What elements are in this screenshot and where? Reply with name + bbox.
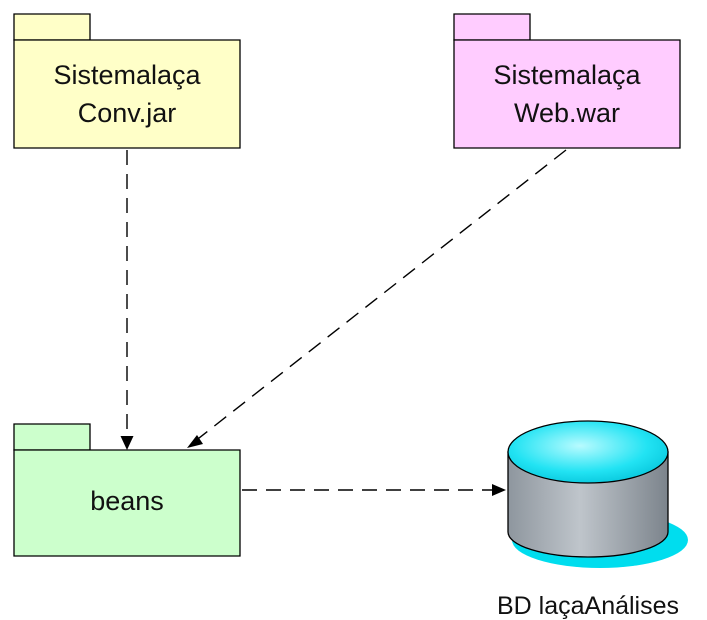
arrowhead-beans-to-database [492,484,506,496]
package-conv-body [13,39,241,149]
database-top [507,420,669,484]
dependency-web-line [193,149,567,443]
package-beans[interactable]: beans [13,423,241,557]
package-web-body [453,39,681,149]
arrowhead-conv-to-beans [120,436,134,450]
dependency-conv-to-beans [120,150,134,450]
package-sistemalaca-conv-jar[interactable]: Sistemalaça Conv.jar [13,13,241,149]
database-label: BD laçaAnálises [497,592,679,620]
package-sistemalaca-web-war[interactable]: Sistemalaça Web.war [453,13,681,149]
package-beans-body [13,449,241,557]
package-beans-tab [13,423,91,451]
database-bd-lacaanalises[interactable]: BD laçaAnálises [497,420,688,620]
dependency-web-to-beans [187,149,567,448]
package-web-tab [453,13,531,41]
package-web-name-line2: Web.war [514,98,620,128]
package-conv-name-line2: Conv.jar [78,98,177,128]
arrowhead-web-to-beans [187,435,203,448]
package-conv-name-line1: Sistemalaça [53,60,201,90]
package-web-name-line1: Sistemalaça [493,60,641,90]
package-conv-tab [13,13,91,41]
package-beans-name: beans [90,486,164,516]
dependency-beans-to-database [242,484,506,496]
